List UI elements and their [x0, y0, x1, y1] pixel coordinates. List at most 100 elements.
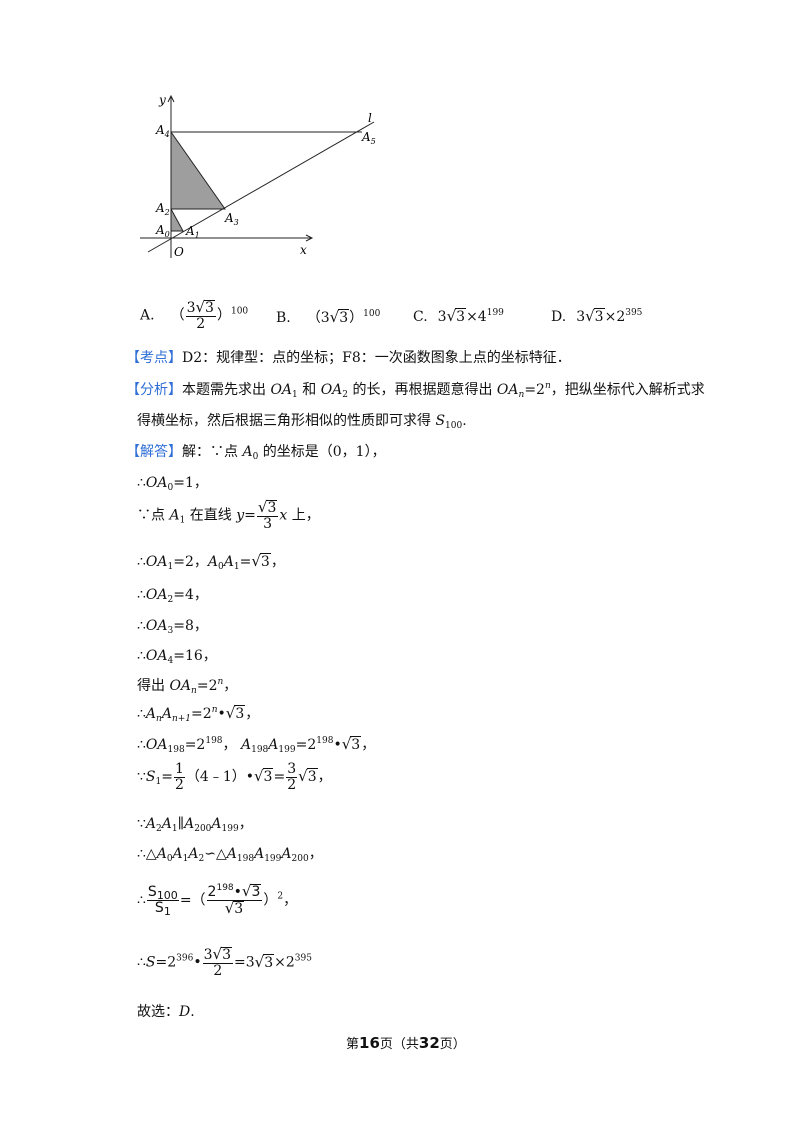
- var: OA: [320, 382, 343, 398]
- sub: 200: [291, 854, 309, 864]
- sup: 198: [205, 736, 223, 746]
- text: ，: [245, 706, 260, 722]
- step-8: ∴AnAn+1=2n•√3，: [137, 703, 260, 724]
- label-a0: A0: [155, 223, 170, 239]
- sub: 1: [233, 562, 240, 572]
- text: =: [244, 507, 256, 524]
- sub: 2: [198, 854, 205, 864]
- sqrt: √3: [446, 307, 467, 325]
- sub: n: [156, 714, 162, 724]
- text: （4﹣1）•: [185, 769, 254, 786]
- shaded-triangle-small: [170, 208, 184, 232]
- sub: 198: [236, 854, 255, 864]
- text: 页（共: [379, 1037, 419, 1052]
- step-12: ∴△A0A1A2∽△A198A199A200，: [137, 843, 323, 864]
- text: ∴: [137, 737, 146, 753]
- text: ，: [317, 769, 332, 786]
- sqrt: √3: [298, 767, 318, 786]
- var: A: [207, 554, 219, 570]
- text: =3: [234, 954, 255, 971]
- var: y: [236, 507, 245, 524]
- text: ×2: [274, 954, 295, 971]
- fenxi-line-2: 得横坐标，然后根据三角形相似的性质即可求得 S100.: [137, 410, 467, 431]
- text: •: [333, 737, 342, 753]
- text: =2: [155, 954, 177, 971]
- text: ∴: [137, 475, 146, 491]
- text: ，: [308, 846, 323, 862]
- option-b-label: B.: [276, 310, 291, 326]
- den: 2: [287, 776, 297, 793]
- rad: 3: [266, 500, 278, 517]
- text: 在直线: [185, 507, 237, 524]
- fenxi-tag: 【分析】: [126, 382, 182, 398]
- text: =2: [295, 737, 317, 753]
- text: =: [161, 769, 173, 786]
- label-a5: A5: [361, 130, 376, 146]
- sub: 100: [445, 421, 463, 431]
- sup: 198: [216, 883, 234, 893]
- text: 故选：: [137, 1004, 179, 1020]
- sub: n: [518, 390, 525, 400]
- text: ∴△: [137, 846, 157, 862]
- option-c-label: C.: [413, 309, 428, 325]
- var: A: [161, 816, 172, 832]
- step-1: ∴OA0=1，: [137, 472, 208, 493]
- sub: 198: [167, 745, 185, 755]
- label-a2: A2: [155, 201, 170, 217]
- text: =2，: [173, 554, 208, 570]
- text: 得出: [137, 678, 170, 694]
- var: A: [240, 737, 252, 753]
- kaodian-text: D2：规律型：点的坐标；F8：一次函数图象上点的坐标特征．: [182, 350, 571, 366]
- sqrt: √3: [585, 307, 605, 325]
- text: ∴: [137, 618, 146, 634]
- sup: 395: [294, 953, 312, 964]
- option-b: B.（3√3）100: [276, 307, 380, 327]
- var: S: [145, 954, 156, 971]
- var: A: [211, 816, 222, 832]
- geometry-diagram: y x O l A4 A5 A2 A3 A0 A1: [130, 88, 390, 272]
- step-5: ∴OA3=8，: [137, 615, 208, 636]
- rad: 3: [233, 900, 245, 917]
- text: 的坐标是（0，1），: [258, 444, 386, 460]
- text: =2: [184, 737, 206, 753]
- sub: 4: [167, 656, 174, 666]
- sub: 2: [156, 824, 162, 834]
- text: 本题需先求出: [182, 382, 271, 398]
- paren-right: ）: [216, 307, 231, 324]
- sub: 1: [179, 515, 186, 526]
- paren-left: （: [306, 310, 321, 326]
- sub: n+1: [171, 714, 192, 724]
- base: 2: [207, 884, 217, 900]
- var: OA: [145, 475, 168, 491]
- var: A: [161, 706, 172, 722]
- sqrt: √3: [225, 704, 246, 722]
- sub: 200: [194, 824, 212, 834]
- text: 第: [346, 1037, 360, 1052]
- var: A: [268, 737, 279, 753]
- step-11: ∵A2A1∥A200A199，: [137, 813, 253, 834]
- text: =（: [179, 892, 206, 909]
- var: A: [242, 444, 253, 460]
- text: 页）: [439, 1037, 466, 1052]
- var: S: [435, 413, 446, 429]
- sqrt: √3: [329, 308, 350, 326]
- var: A: [223, 554, 234, 570]
- text: 解：∵点: [182, 444, 243, 460]
- rad: 3: [250, 884, 262, 901]
- option-c: C.3√3×4199: [413, 307, 504, 325]
- var: A: [169, 507, 180, 524]
- kaodian-line: 【考点】D2：规律型：点的坐标；F8：一次函数图象上点的坐标特征．: [126, 347, 571, 367]
- jieda-tag: 【解答】: [126, 444, 182, 460]
- sqrt: √3: [254, 952, 275, 971]
- text: ∵点: [137, 507, 170, 524]
- sub: 199: [221, 824, 239, 834]
- step-4: ∴OA2=4，: [137, 584, 208, 605]
- text: =1，: [173, 475, 208, 491]
- sqrt: √3: [195, 298, 215, 317]
- sup: n: [544, 381, 551, 391]
